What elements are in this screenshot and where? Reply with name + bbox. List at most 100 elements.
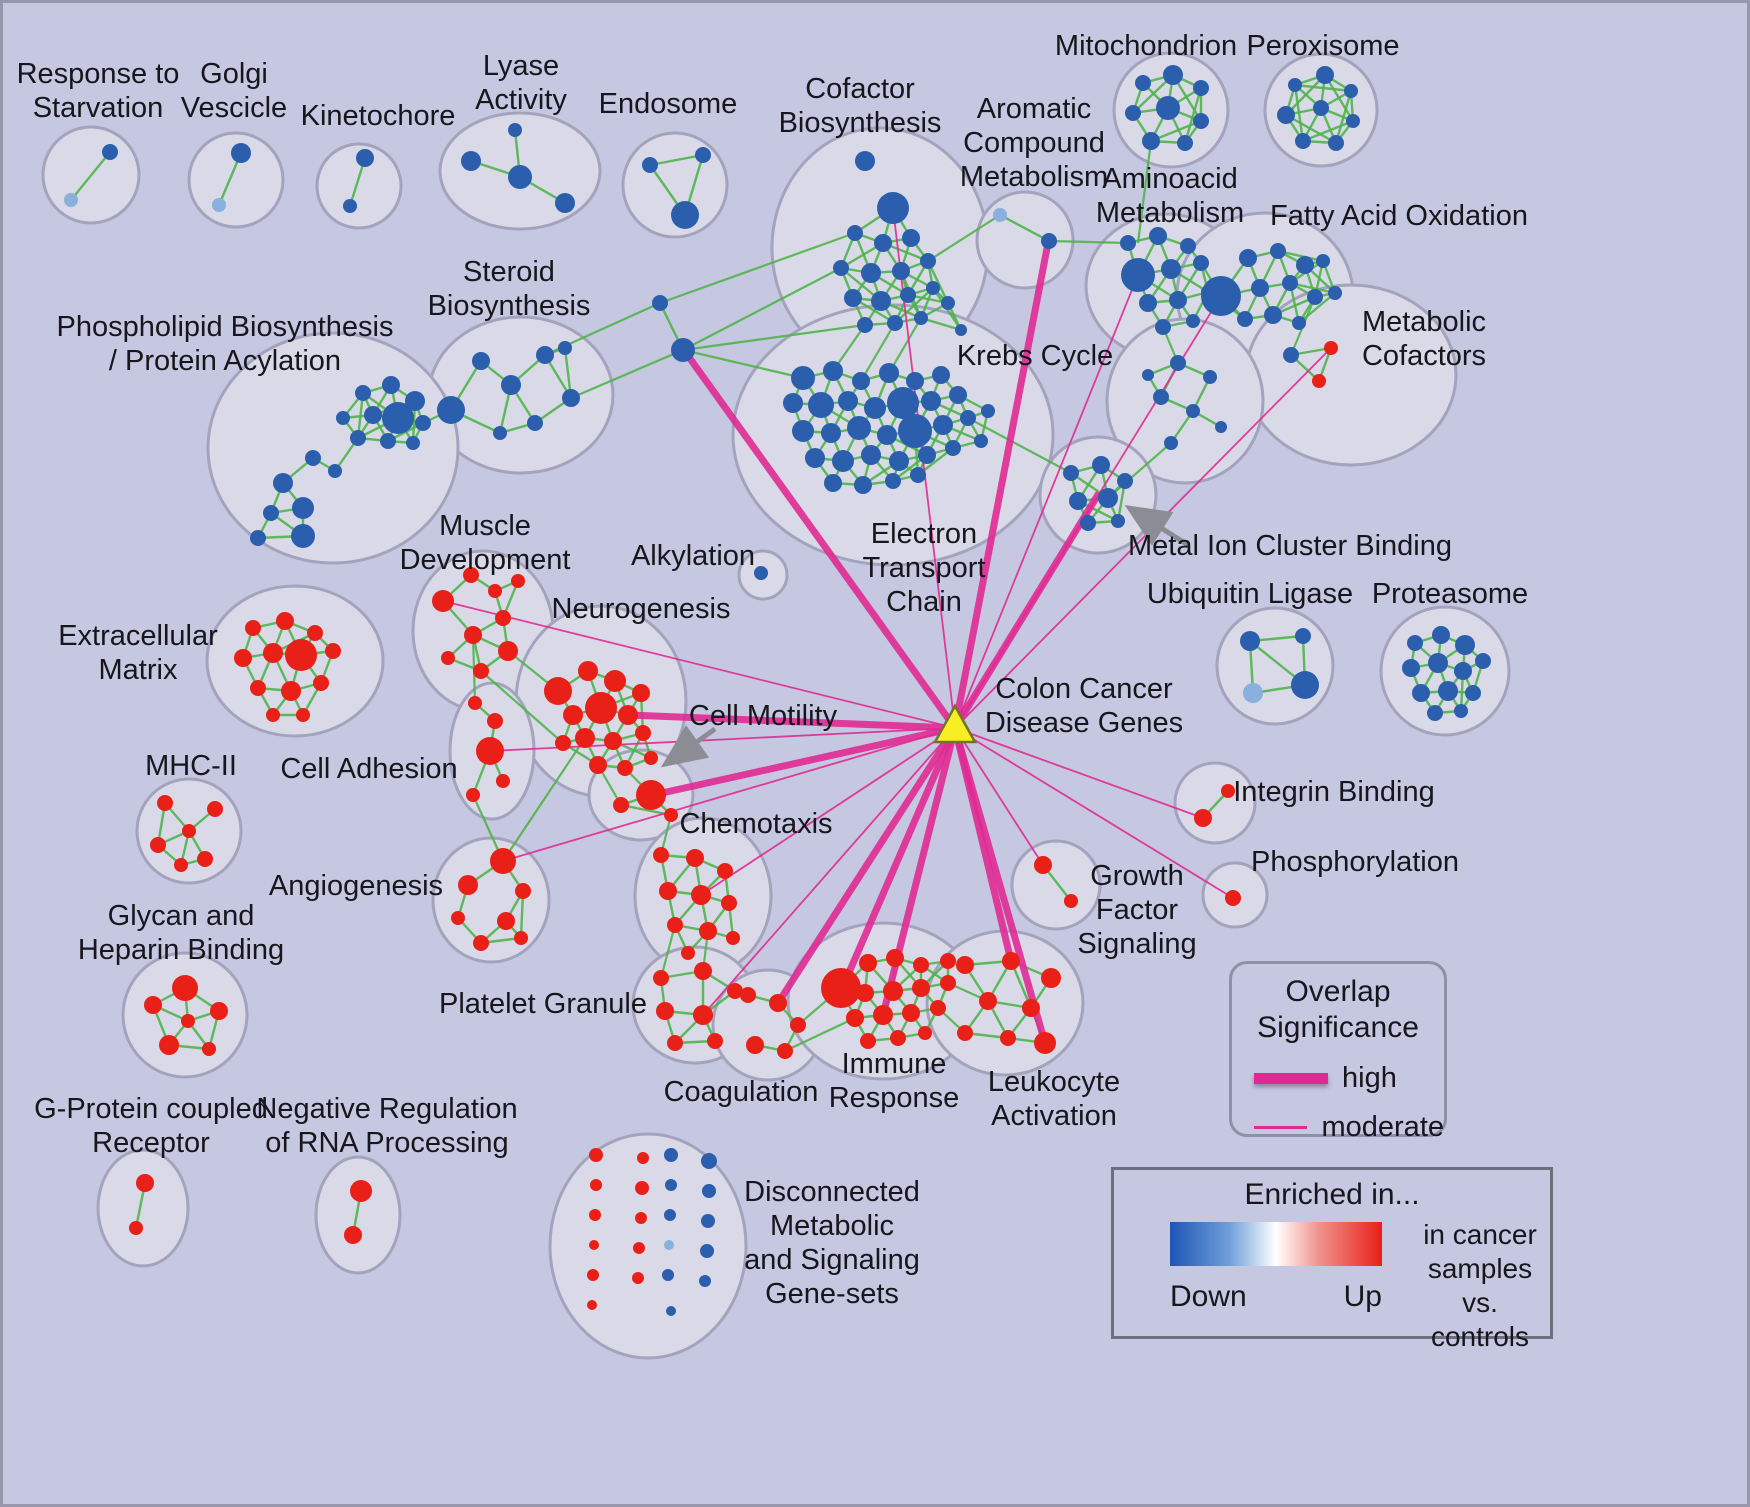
mhc-ii-node[interactable] bbox=[157, 795, 173, 811]
electron-transport-chain-node[interactable] bbox=[838, 391, 858, 411]
disconnected-gene-sets-node[interactable] bbox=[587, 1300, 597, 1310]
platelet-granule-node[interactable] bbox=[693, 1005, 713, 1025]
electron-transport-chain-node[interactable] bbox=[864, 397, 886, 419]
immune-response-node[interactable] bbox=[890, 1030, 906, 1046]
electron-transport-chain-node[interactable] bbox=[861, 445, 881, 465]
peroxisome-node[interactable] bbox=[1313, 100, 1329, 116]
aminoacid-metabolism-node[interactable] bbox=[1149, 227, 1167, 245]
immune-response-node[interactable] bbox=[846, 1009, 864, 1027]
mhc-ii-node[interactable] bbox=[182, 824, 196, 838]
cofactor-biosynthesis-node[interactable] bbox=[941, 296, 955, 310]
immune-response-node[interactable] bbox=[930, 1000, 946, 1016]
fatty-acid-oxidation-node[interactable] bbox=[1296, 256, 1314, 274]
cofactor-biosynthesis-node[interactable] bbox=[955, 324, 967, 336]
cofactor-biosynthesis-node[interactable] bbox=[847, 225, 863, 241]
lyase-activity-node[interactable] bbox=[508, 123, 522, 137]
metabolic-tail-node[interactable] bbox=[1142, 369, 1154, 381]
neurogenesis-node[interactable] bbox=[575, 728, 595, 748]
steroid-biosynthesis-node[interactable] bbox=[527, 415, 543, 431]
immune-response-node[interactable] bbox=[912, 979, 930, 997]
cofactor-biosynthesis-node[interactable] bbox=[892, 262, 910, 280]
electron-transport-chain-node[interactable] bbox=[885, 473, 901, 489]
metabolic-cofactors-node[interactable] bbox=[1283, 347, 1299, 363]
immune-response-node[interactable] bbox=[918, 1026, 932, 1040]
chemotaxis-node[interactable] bbox=[667, 917, 683, 933]
immune-response-node[interactable] bbox=[902, 1004, 920, 1022]
proteasome-node[interactable] bbox=[1438, 681, 1458, 701]
extracellular-matrix-node[interactable] bbox=[234, 649, 252, 667]
disconnected-gene-sets-node[interactable] bbox=[635, 1181, 649, 1195]
mitochondrion-node[interactable] bbox=[1142, 132, 1160, 150]
neurogenesis-node[interactable] bbox=[544, 677, 572, 705]
electron-transport-chain-node[interactable] bbox=[921, 391, 941, 411]
coagulation-node[interactable] bbox=[740, 987, 756, 1003]
muscle-development-node[interactable] bbox=[473, 663, 489, 679]
coagulation-node[interactable] bbox=[746, 1036, 764, 1054]
muscle-development-node[interactable] bbox=[498, 641, 518, 661]
cofactor-biosynthesis-node[interactable] bbox=[887, 315, 903, 331]
phospholipid-biosynthesis-node[interactable] bbox=[336, 411, 350, 425]
proteasome-node[interactable] bbox=[1412, 684, 1430, 702]
integrin-binding-node[interactable] bbox=[1194, 809, 1212, 827]
endosome-node[interactable] bbox=[642, 157, 658, 173]
coagulation-node[interactable] bbox=[777, 1043, 793, 1059]
glycan-heparin-binding-node[interactable] bbox=[210, 1002, 228, 1020]
phospholipid-biosynthesis-node[interactable] bbox=[382, 402, 414, 434]
golgi-vescicle-node[interactable] bbox=[212, 198, 226, 212]
platelet-granule-node[interactable] bbox=[694, 962, 712, 980]
electron-transport-chain-node[interactable] bbox=[945, 440, 961, 456]
leukocyte-activation-node[interactable] bbox=[956, 956, 974, 974]
platelet-granule-node[interactable] bbox=[727, 983, 743, 999]
extracellular-matrix-node[interactable] bbox=[266, 708, 280, 722]
aromatic-compound-metabolism-node[interactable] bbox=[993, 208, 1007, 222]
glycan-heparin-binding-node[interactable] bbox=[159, 1035, 179, 1055]
mitochondrion-node[interactable] bbox=[1163, 65, 1183, 85]
angiogenesis-node[interactable] bbox=[458, 875, 478, 895]
immune-response-node[interactable] bbox=[821, 968, 861, 1008]
electron-transport-chain-node[interactable] bbox=[808, 392, 834, 418]
ubiquitin-ligase-node[interactable] bbox=[1243, 683, 1263, 703]
neurogenesis-node[interactable] bbox=[578, 661, 598, 681]
disconnected-gene-sets-node[interactable] bbox=[589, 1240, 599, 1250]
angiogenesis-node[interactable] bbox=[497, 912, 515, 930]
mitochondrion-node[interactable] bbox=[1125, 105, 1141, 121]
electron-transport-chain-node[interactable] bbox=[877, 425, 897, 445]
phospholipid-biosynthesis-node[interactable] bbox=[305, 450, 321, 466]
extracellular-matrix-node[interactable] bbox=[285, 639, 317, 671]
disconnected-gene-sets-node[interactable] bbox=[699, 1275, 711, 1287]
proteasome-node[interactable] bbox=[1407, 635, 1423, 651]
proteasome-node[interactable] bbox=[1454, 704, 1468, 718]
extracellular-matrix-node[interactable] bbox=[250, 680, 266, 696]
electron-transport-chain-node[interactable] bbox=[792, 420, 814, 442]
proteasome-node[interactable] bbox=[1475, 653, 1491, 669]
cell-motility-node[interactable] bbox=[636, 780, 666, 810]
disconnected-gene-sets-node[interactable] bbox=[664, 1209, 676, 1221]
neurogenesis-node[interactable] bbox=[604, 670, 626, 692]
growth-factor-signaling-node[interactable] bbox=[1064, 894, 1078, 908]
biosynthesis-junction-node[interactable] bbox=[671, 338, 695, 362]
chemotaxis-node[interactable] bbox=[681, 946, 695, 960]
electron-transport-chain-node[interactable] bbox=[847, 416, 871, 440]
chemotaxis-node[interactable] bbox=[721, 895, 737, 911]
kinetochore-node[interactable] bbox=[343, 199, 357, 213]
neurogenesis-node[interactable] bbox=[632, 684, 650, 702]
extracellular-matrix-node[interactable] bbox=[281, 681, 301, 701]
phospholipid-biosynthesis-node[interactable] bbox=[328, 464, 342, 478]
muscle-development-node[interactable] bbox=[441, 651, 455, 665]
peroxisome-node[interactable] bbox=[1346, 114, 1360, 128]
phospholipid-biosynthesis-node[interactable] bbox=[250, 530, 266, 546]
metal-ion-cluster-binding-node[interactable] bbox=[1111, 514, 1125, 528]
electron-transport-chain-node[interactable] bbox=[910, 467, 926, 483]
cofactor-biosynthesis-node[interactable] bbox=[874, 234, 892, 252]
steroid-biosynthesis-node[interactable] bbox=[562, 389, 580, 407]
kinetochore-node[interactable] bbox=[356, 149, 374, 167]
disconnected-gene-sets-node[interactable] bbox=[587, 1269, 599, 1281]
cell-motility-node[interactable] bbox=[664, 808, 678, 822]
chemotaxis-node[interactable] bbox=[726, 931, 740, 945]
immune-response-node[interactable] bbox=[940, 975, 956, 991]
cofactor-biosynthesis-node[interactable] bbox=[855, 151, 875, 171]
angiogenesis-node[interactable] bbox=[451, 911, 465, 925]
peroxisome-node[interactable] bbox=[1344, 84, 1358, 98]
fatty-acid-oxidation-node[interactable] bbox=[1270, 243, 1286, 259]
mhc-ii-node[interactable] bbox=[150, 837, 166, 853]
